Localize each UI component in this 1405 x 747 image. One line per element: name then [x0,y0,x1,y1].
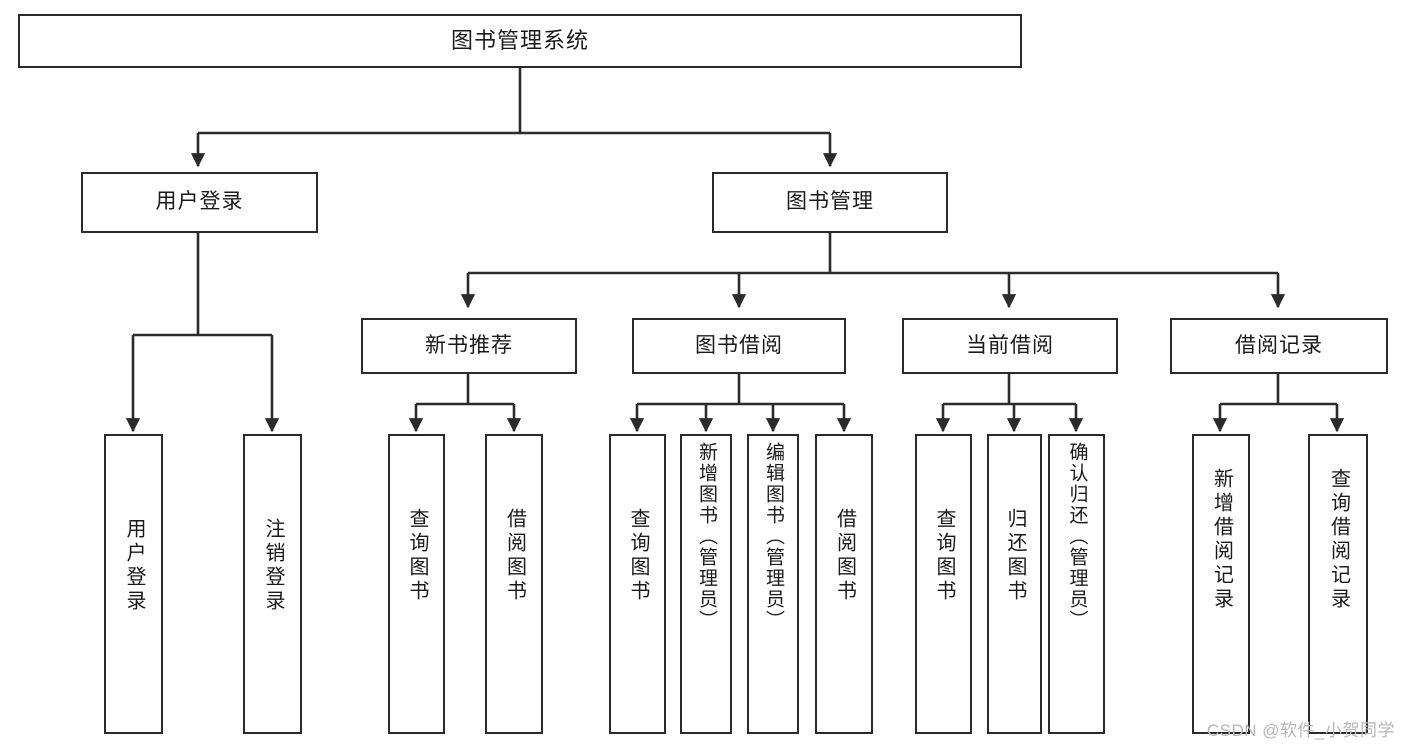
csdn-watermark: CSDN @软件_小贺同学 [1206,721,1395,740]
node-label: 图书管理 [786,190,874,214]
leaf-query-book-current[interactable]: 查询图书 [915,434,972,734]
node-borrow-record[interactable]: 借阅记录 [1170,318,1388,374]
node-new-book-recommend[interactable]: 新书推荐 [361,318,577,374]
node-label: 确认归还（管理员） [1066,442,1088,631]
node-label: 借阅图书 [503,508,526,604]
node-label: 图书管理系统 [450,28,589,54]
leaf-query-borrow-record[interactable]: 查询借阅记录 [1308,434,1368,734]
leaf-return-book[interactable]: 归还图书 [987,434,1042,734]
node-label: 新增图书（管理员） [695,442,717,631]
node-label: 查询借阅记录 [1327,468,1350,612]
leaf-borrow-book-borrow[interactable]: 借阅图书 [815,434,873,734]
node-current-borrow[interactable]: 当前借阅 [902,318,1118,374]
node-label: 用户登录 [123,518,145,614]
node-label: 编辑图书（管理员） [762,442,784,631]
node-label: 图书借阅 [695,333,783,357]
node-label: 查询图书 [933,508,955,604]
leaf-add-book-admin[interactable]: 新增图书（管理员） [680,434,732,734]
node-label: 新书推荐 [425,333,513,357]
leaf-confirm-return-admin[interactable]: 确认归还（管理员） [1048,434,1105,734]
node-label: 归还图书 [1004,508,1026,604]
leaf-query-book-recommend[interactable]: 查询图书 [388,434,445,734]
node-root-system[interactable]: 图书管理系统 [18,14,1022,68]
node-book-management[interactable]: 图书管理 [712,172,948,233]
leaf-user-logout[interactable]: 注销登录 [243,434,302,734]
node-label: 查询图书 [406,508,428,604]
node-label: 当前借阅 [966,333,1054,357]
leaf-add-borrow-record[interactable]: 新增借阅记录 [1192,434,1250,734]
node-label: 注销登录 [262,518,284,614]
node-label: 借阅图书 [833,508,856,604]
leaf-query-book-borrow[interactable]: 查询图书 [609,434,666,734]
leaf-edit-book-admin[interactable]: 编辑图书（管理员） [747,434,799,734]
node-user-login[interactable]: 用户登录 [81,172,318,233]
leaf-user-login[interactable]: 用户登录 [104,434,163,734]
node-label: 借阅记录 [1235,333,1323,357]
node-label: 用户登录 [155,190,244,214]
node-label: 查询图书 [627,508,649,604]
leaf-borrow-book-recommend[interactable]: 借阅图书 [485,434,543,734]
node-label: 新增借阅记录 [1210,468,1233,612]
node-book-borrow[interactable]: 图书借阅 [632,318,846,374]
